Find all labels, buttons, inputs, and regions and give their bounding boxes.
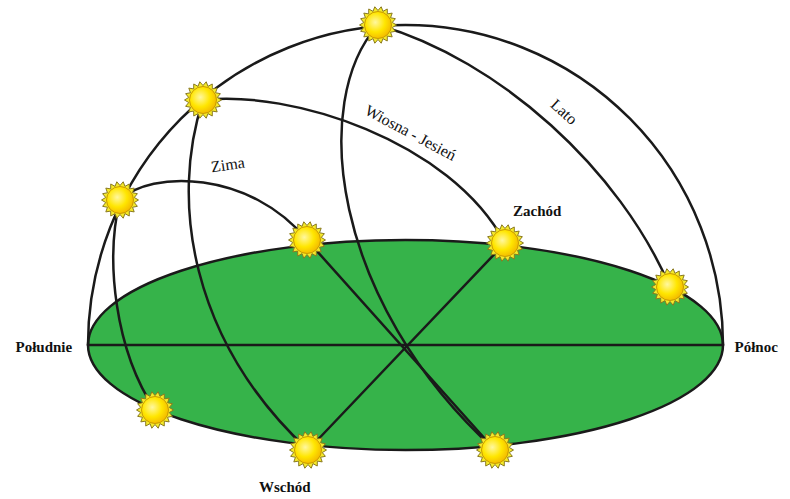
sun-rays	[360, 7, 397, 43]
sun-rays	[652, 269, 689, 305]
sun-disc	[492, 230, 519, 257]
sun-symbol	[477, 432, 514, 468]
direction-label: Wschód	[257, 479, 313, 496]
sun-symbol	[290, 432, 327, 468]
sun-disc	[657, 274, 684, 301]
sun-disc	[190, 87, 217, 114]
sun-disc	[294, 227, 321, 254]
sun-rays	[289, 222, 326, 258]
season-label: Wiosna - Jesień	[359, 101, 460, 166]
direction-label: Północ	[733, 339, 780, 356]
sun-rays	[137, 392, 174, 428]
sun-symbol	[652, 269, 689, 305]
sun-rays	[102, 182, 139, 218]
sun-disc	[107, 187, 134, 214]
direction-label: Południe	[14, 339, 75, 356]
equinox-path	[189, 99, 505, 450]
sun-disc	[365, 12, 392, 39]
sun-rays	[477, 432, 514, 468]
winter-path	[113, 181, 307, 410]
sun-disc	[482, 437, 509, 464]
solstice-azimuth-line	[307, 240, 495, 450]
season-label: Lato	[545, 94, 582, 130]
season-label: Zima	[208, 153, 248, 176]
sun-symbol	[289, 222, 326, 258]
sun-rays	[290, 432, 327, 468]
sun-symbol	[137, 392, 174, 428]
sun-rays	[487, 225, 524, 261]
meridian-dome	[88, 25, 723, 345]
sun-symbol	[102, 182, 139, 218]
sun-disc	[142, 397, 169, 424]
summer-path	[341, 25, 670, 450]
direction-label: Zachód	[511, 203, 563, 220]
sun-disc	[295, 437, 322, 464]
sun-symbol	[487, 225, 524, 261]
sun-symbol	[360, 7, 397, 43]
sun-rays	[185, 82, 222, 118]
sun-symbol	[185, 82, 222, 118]
